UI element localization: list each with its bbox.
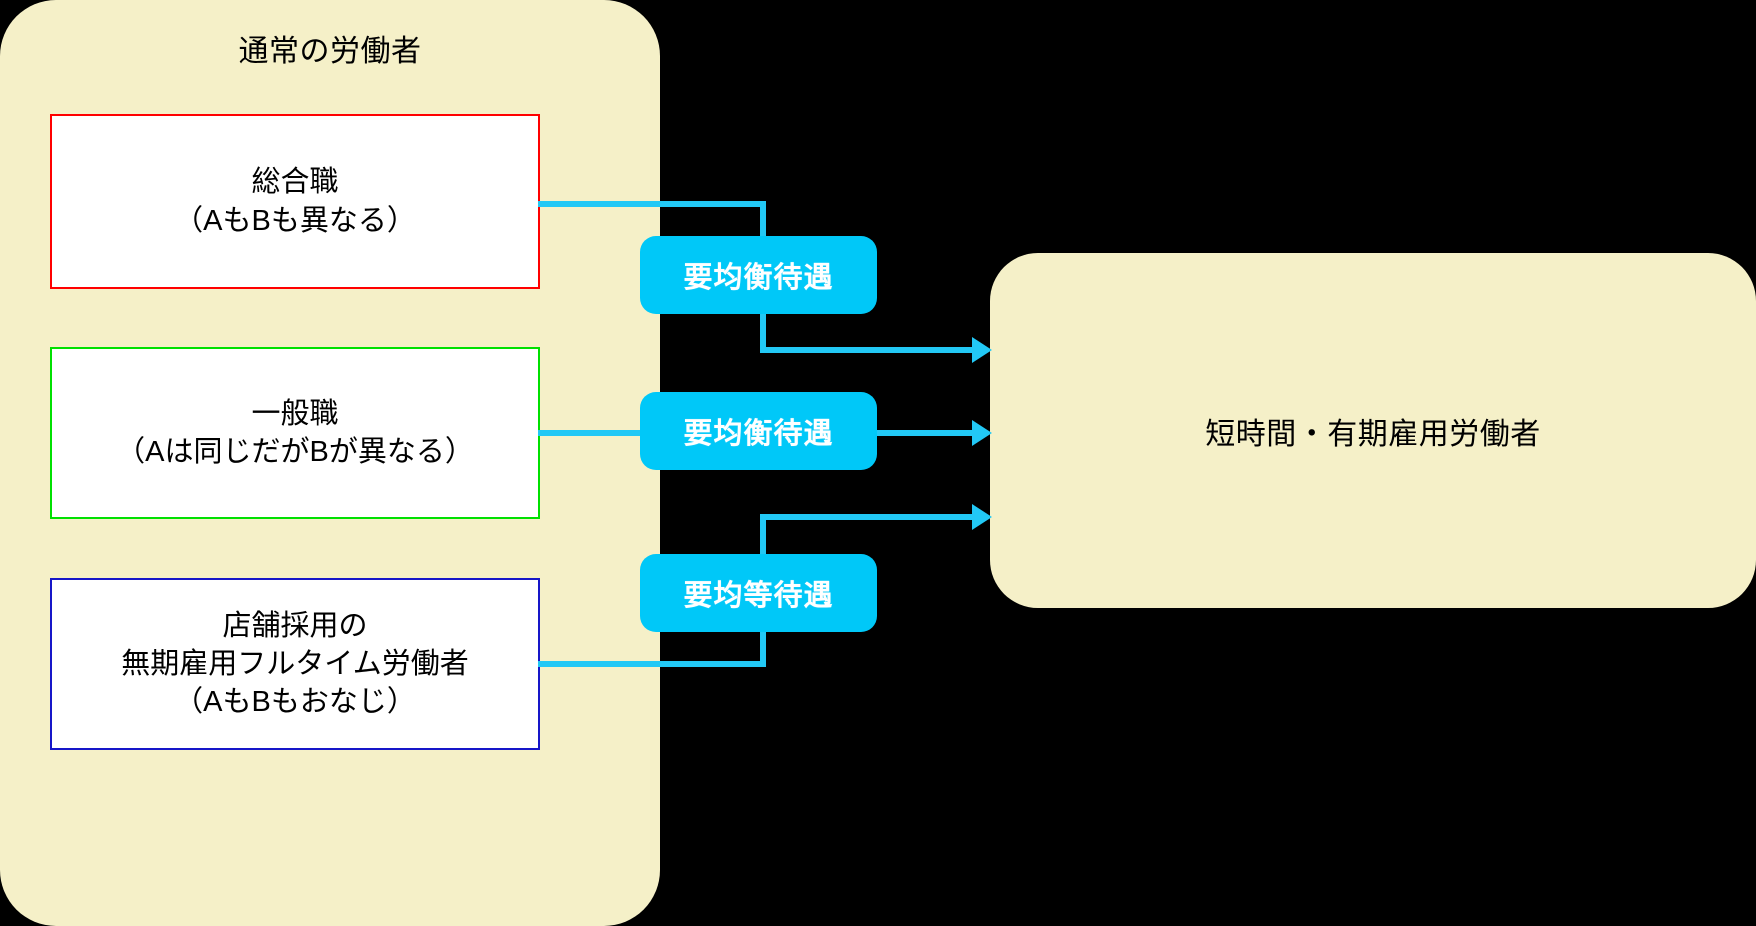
pill-kinto-1-label: 要均等待遇 bbox=[683, 580, 834, 612]
job-box-sogoshoku-line1: 総合職 bbox=[251, 166, 339, 199]
job-box-ippanshoku[interactable]: 一般職 （Aは同じだがBが異なる） bbox=[50, 347, 540, 519]
job-box-tempo-saiyo[interactable]: 店舗採用の 無期雇用フルタイム労働者 （AもBもおなじ） bbox=[50, 578, 540, 750]
job-box-tempo-saiyo-line2: 無期雇用フルタイム労働者 bbox=[121, 647, 469, 680]
pill-kinko-1[interactable]: 要均衡待遇 bbox=[640, 236, 877, 314]
arrow-head-1 bbox=[972, 337, 992, 363]
regular-workers-panel-title: 通常の労働者 bbox=[238, 35, 422, 68]
pill-kinto-1[interactable]: 要均等待遇 bbox=[640, 554, 877, 632]
pill-kinko-2-label: 要均衡待遇 bbox=[683, 418, 834, 450]
connector-box1-horizontal bbox=[538, 201, 766, 207]
part-time-fixed-term-workers-panel[interactable]: 短時間・有期雇用労働者 bbox=[990, 253, 1756, 608]
part-time-fixed-term-workers-label: 短時間・有期雇用労働者 bbox=[1205, 417, 1541, 451]
connector-box2-horizontal bbox=[538, 430, 656, 436]
connector-pill2-to-right bbox=[866, 430, 976, 436]
job-box-tempo-saiyo-line1: 店舗採用の bbox=[222, 609, 368, 642]
arrow-head-2 bbox=[972, 420, 992, 446]
job-box-sogoshoku[interactable]: 総合職 （AもBも異なる） bbox=[50, 114, 540, 289]
job-box-ippanshoku-line2: （Aは同じだがBが異なる） bbox=[116, 436, 474, 468]
connector-pill1-to-right bbox=[760, 347, 976, 353]
job-box-sogoshoku-line2: （AもBも異なる） bbox=[174, 204, 416, 237]
pill-kinko-1-label: 要均衡待遇 bbox=[683, 262, 834, 294]
pill-kinko-2[interactable]: 要均衡待遇 bbox=[640, 392, 877, 470]
job-box-tempo-saiyo-line3: （AもBもおなじ） bbox=[174, 686, 416, 719]
connector-box3-horizontal bbox=[538, 661, 766, 667]
job-box-ippanshoku-line1: 一般職 bbox=[251, 397, 339, 430]
arrow-head-3 bbox=[972, 504, 992, 530]
connector-pill3-to-right bbox=[760, 514, 976, 520]
